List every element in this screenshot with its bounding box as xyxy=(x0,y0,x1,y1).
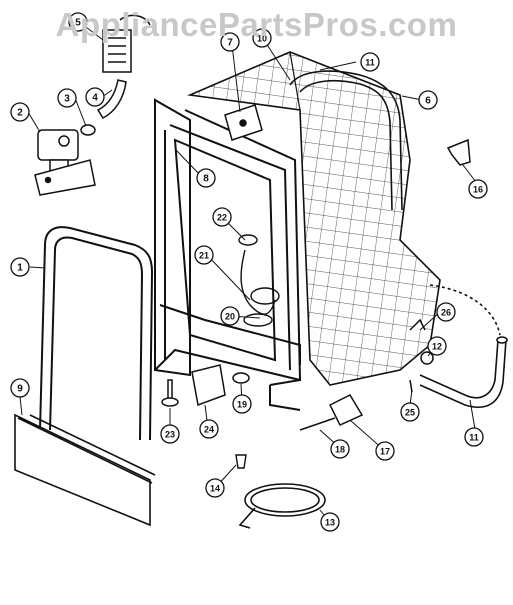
callout-3: 3 xyxy=(57,88,77,108)
callout-label: 17 xyxy=(380,447,390,457)
callout-label: 26 xyxy=(441,308,451,318)
door-gasket xyxy=(39,226,154,441)
small-clip xyxy=(235,454,247,469)
wire-loop xyxy=(238,483,326,529)
callout-13: 13 xyxy=(320,512,340,532)
callout-circle xyxy=(212,207,232,227)
callout-label: 12 xyxy=(432,342,442,352)
tub-frame xyxy=(154,98,302,411)
callout-circle xyxy=(464,427,484,447)
callout-circle xyxy=(85,87,105,107)
callout-label: 1 xyxy=(17,263,23,274)
callout-label: 7 xyxy=(227,38,233,49)
internal-wiring xyxy=(238,234,280,327)
callout-22: 22 xyxy=(212,207,232,227)
callout-label: 21 xyxy=(199,251,209,261)
callout-circle xyxy=(400,402,420,422)
callout-label: 5 xyxy=(75,18,81,29)
callout-circle xyxy=(220,306,240,326)
water-valve xyxy=(34,129,96,196)
callout-circle xyxy=(10,378,30,398)
callout-17: 17 xyxy=(375,441,395,461)
callout-14: 14 xyxy=(205,478,225,498)
callout-19: 19 xyxy=(232,394,252,414)
callout-10: 10 xyxy=(252,28,272,48)
callout-circle xyxy=(427,336,447,356)
callout-circle xyxy=(57,88,77,108)
callout-2: 2 xyxy=(10,102,30,122)
callout-20: 20 xyxy=(220,306,240,326)
callout-label: 25 xyxy=(405,408,415,418)
callout-1: 1 xyxy=(10,257,30,277)
callout-circle xyxy=(468,179,488,199)
callout-circle xyxy=(252,28,272,48)
callout-9: 9 xyxy=(10,378,30,398)
callout-label: 18 xyxy=(335,445,345,455)
bottom-bracket xyxy=(299,394,364,431)
callout-label: 14 xyxy=(210,484,220,494)
callout-23: 23 xyxy=(160,424,180,444)
callout-label: 6 xyxy=(425,96,431,107)
callout-8: 8 xyxy=(196,168,216,188)
tub-insulation-blanket xyxy=(187,51,441,386)
top-bracket xyxy=(224,104,263,141)
hose-clamp xyxy=(409,318,434,393)
callout-label: 20 xyxy=(225,312,235,322)
bottom-parts xyxy=(161,364,250,407)
callout-label: 9 xyxy=(17,384,23,395)
callout-circle xyxy=(330,439,350,459)
callout-label: 16 xyxy=(473,185,483,195)
drain-hose xyxy=(419,284,508,408)
callout-circle xyxy=(220,32,240,52)
callout-label: 13 xyxy=(325,518,335,528)
watermark: AppliancePartsPros.com xyxy=(55,6,458,43)
callout-11: 11 xyxy=(464,427,484,447)
callout-label: 22 xyxy=(217,213,227,223)
callout-7: 7 xyxy=(220,32,240,52)
callout-circle xyxy=(205,478,225,498)
callout-circle xyxy=(194,245,214,265)
callout-11: 11 xyxy=(360,52,380,72)
callout-label: 11 xyxy=(469,433,479,443)
callout-label: 4 xyxy=(92,93,98,104)
callout-circle xyxy=(68,12,88,32)
callout-25: 25 xyxy=(400,402,420,422)
callout-circle xyxy=(196,168,216,188)
callout-24: 24 xyxy=(199,419,219,439)
callout-circle xyxy=(375,441,395,461)
callout-label: 8 xyxy=(203,174,209,185)
callout-21: 21 xyxy=(194,245,214,265)
callout-4: 4 xyxy=(85,87,105,107)
callout-label: 23 xyxy=(165,430,175,440)
callout-16: 16 xyxy=(468,179,488,199)
callout-18: 18 xyxy=(330,439,350,459)
callout-circle xyxy=(10,257,30,277)
callout-circle xyxy=(360,52,380,72)
callout-6: 6 xyxy=(418,90,438,110)
callout-label: 3 xyxy=(64,94,70,105)
callout-label: 24 xyxy=(204,425,214,435)
callout-circle xyxy=(232,394,252,414)
side-bracket xyxy=(446,138,471,166)
callout-circle xyxy=(436,302,456,322)
callout-label: 11 xyxy=(365,58,375,68)
callout-circle xyxy=(418,90,438,110)
kick-plate xyxy=(14,413,156,527)
callout-12: 12 xyxy=(427,336,447,356)
valve-fitting xyxy=(80,79,127,136)
upper-hose xyxy=(289,70,403,211)
callout-label: 2 xyxy=(17,108,23,119)
callout-26: 26 xyxy=(436,302,456,322)
callout-circle xyxy=(160,424,180,444)
callout-circle xyxy=(199,419,219,439)
electrical-block xyxy=(102,14,151,73)
callout-label: 10 xyxy=(257,34,267,44)
callout-circle xyxy=(10,102,30,122)
callout-5: 5 xyxy=(68,12,88,32)
callout-label: 19 xyxy=(237,400,247,410)
callout-circle xyxy=(320,512,340,532)
